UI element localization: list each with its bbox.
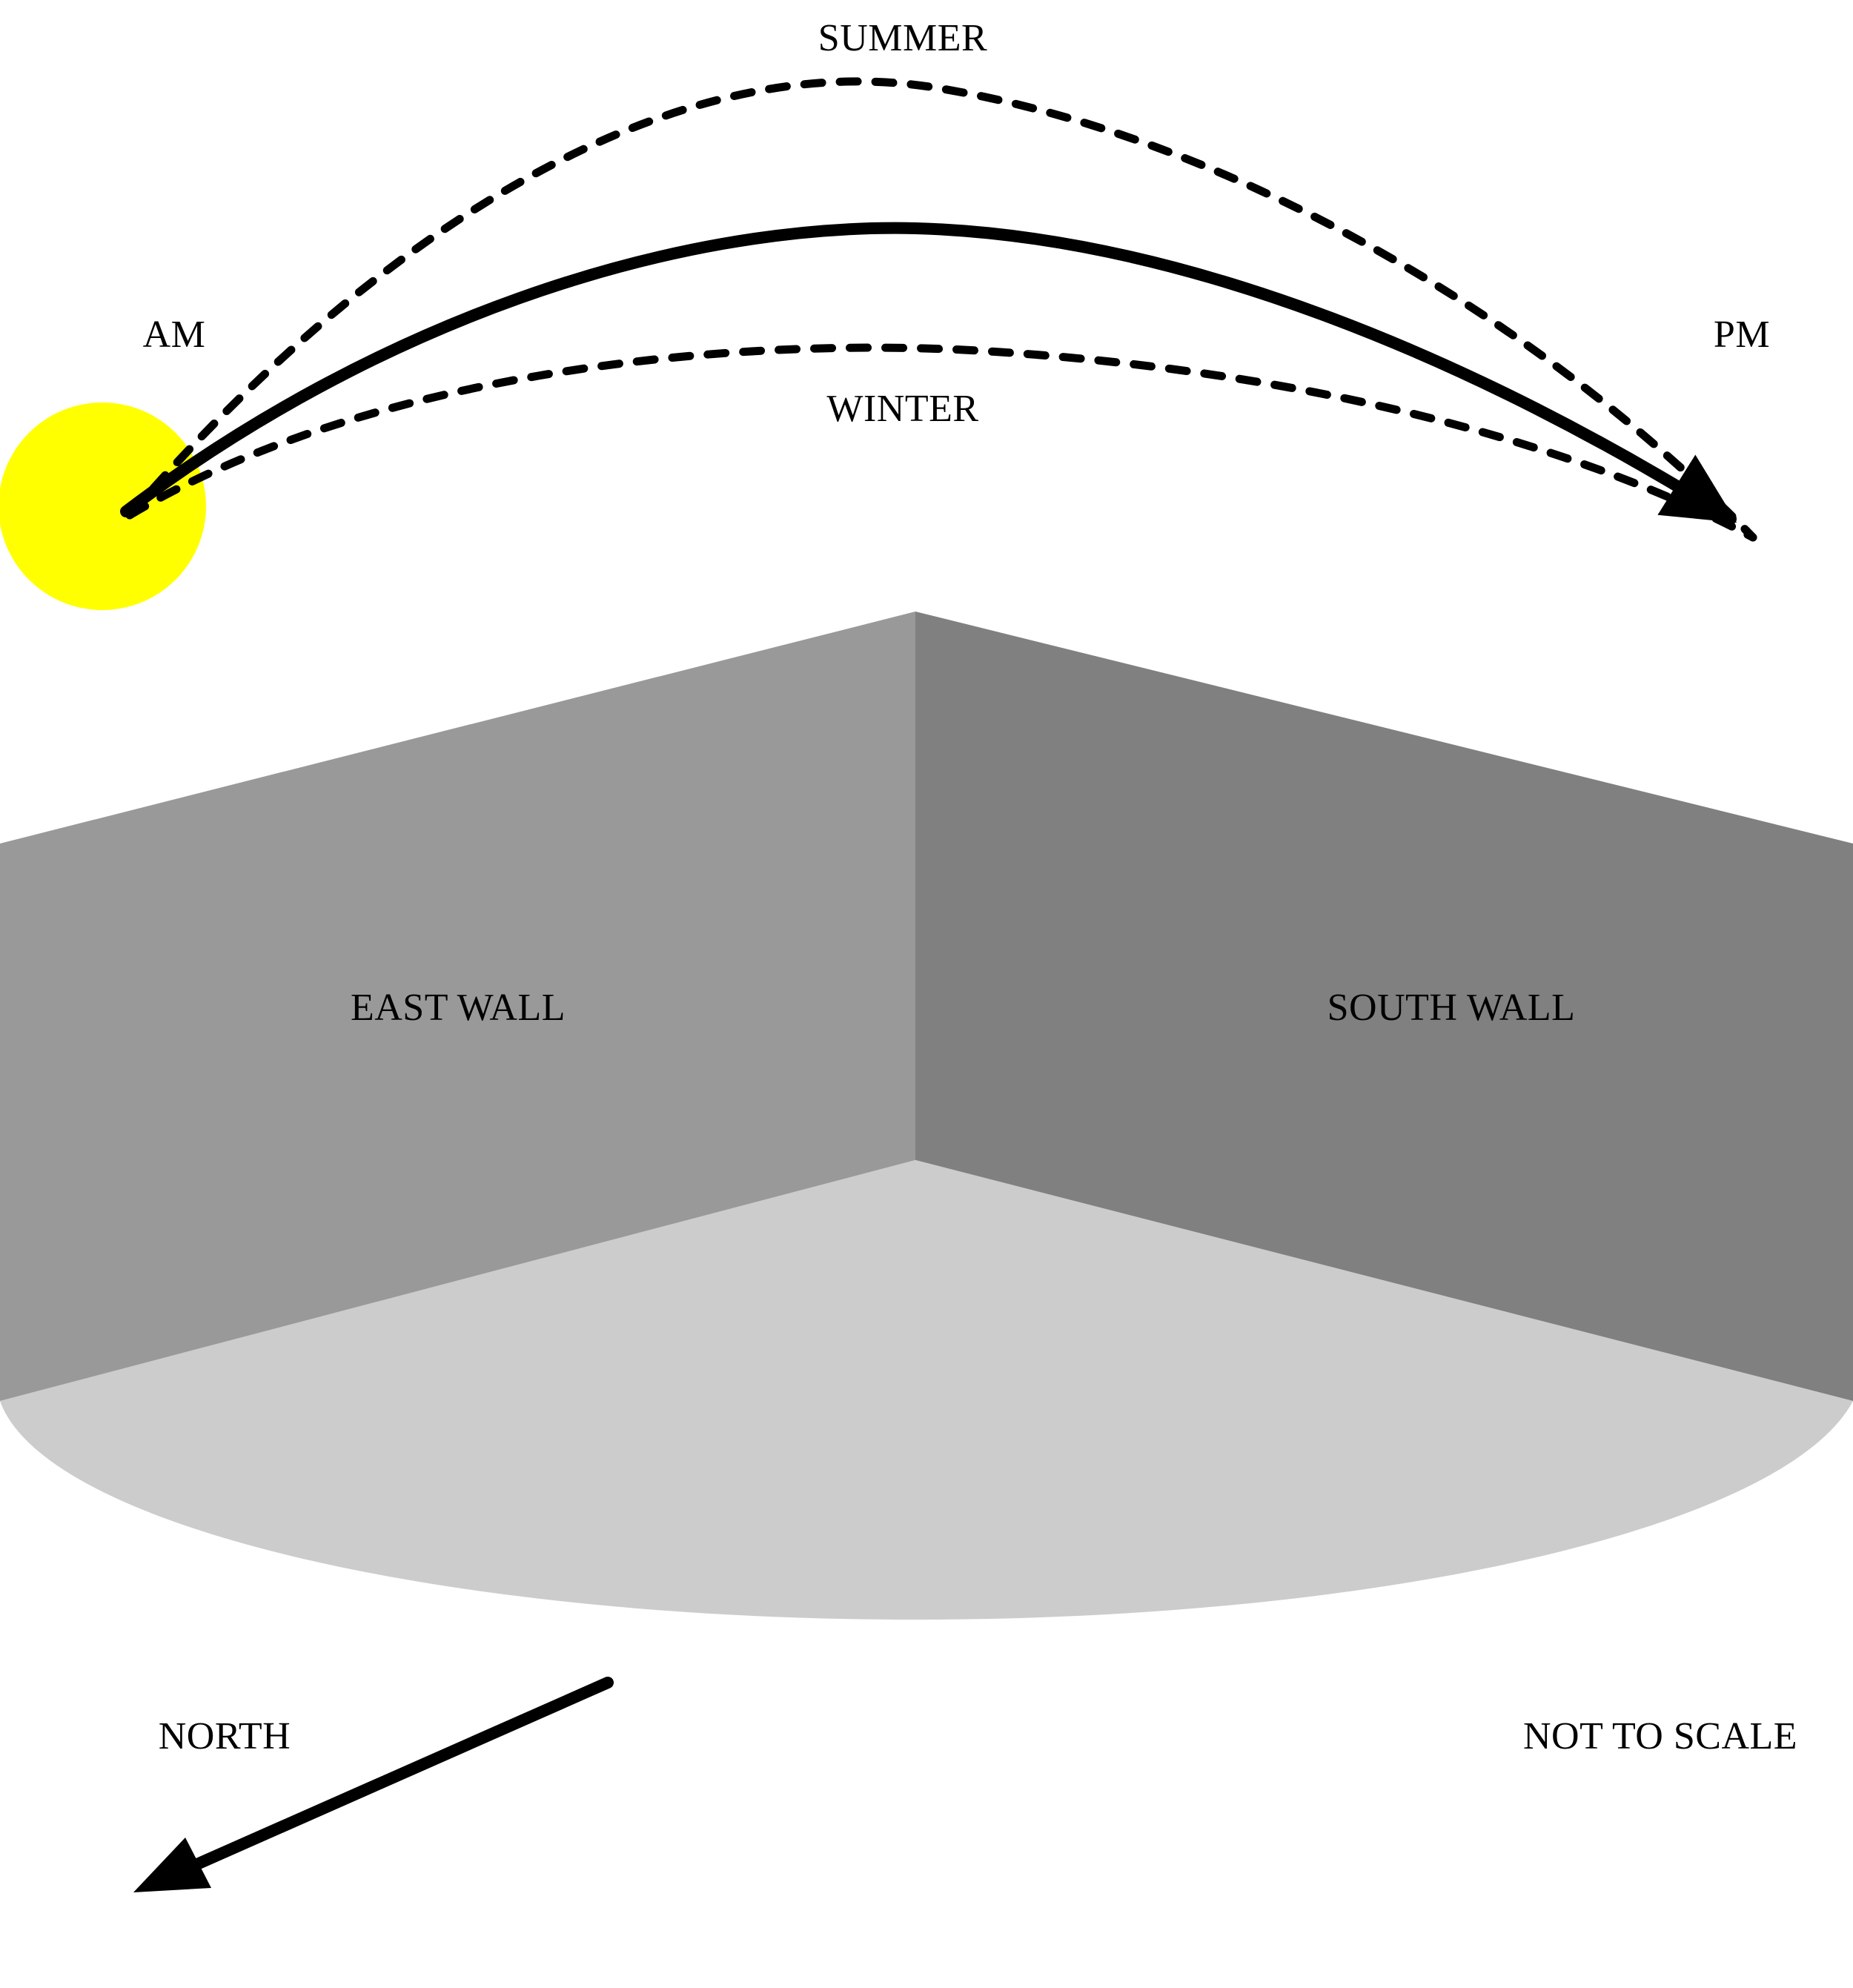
am-label: AM: [143, 314, 206, 356]
not-to-scale-label: NOT TO SCALE: [1523, 1715, 1797, 1757]
north-label: NORTH: [159, 1715, 291, 1757]
north-arrow-shaft: [179, 1677, 614, 1875]
winter-label: WINTER: [826, 388, 978, 430]
east-wall: [0, 612, 915, 1401]
pm-label: PM: [1714, 314, 1770, 356]
east-wall-label: EAST WALL: [351, 987, 566, 1029]
sun-icon: [0, 402, 206, 610]
summer-label: SUMMER: [818, 17, 987, 59]
winter-sun-path: [125, 343, 1757, 542]
summer-sun-path: [125, 77, 1757, 542]
ground-floor: [0, 1160, 1853, 1620]
north-arrow-head: [133, 1838, 211, 1892]
south-wall: [915, 612, 1853, 1401]
south-wall-label: SOUTH WALL: [1327, 987, 1576, 1029]
daily-sun-path-arrow: [120, 222, 1737, 525]
